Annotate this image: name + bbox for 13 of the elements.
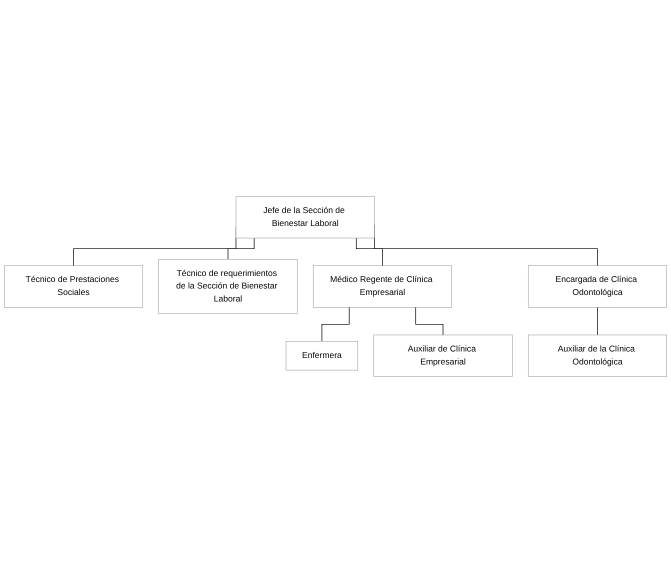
node-box: Auxiliar de Clínica Empresarial bbox=[374, 334, 513, 377]
node-box: Enfermera bbox=[286, 341, 358, 370]
node-box: Técnico de Prestaciones Sociales bbox=[4, 265, 144, 308]
connector bbox=[415, 306, 444, 336]
node-box: Técnico de requerimientos de la Sección de Bienestar Laboral bbox=[158, 259, 298, 314]
node-box: Médico Regente de Clínica Empresarial bbox=[312, 265, 452, 308]
connector bbox=[228, 238, 255, 260]
node-box: Auxiliar de la Clínica Odontológica bbox=[528, 334, 667, 377]
node-box: Encargada de Clínica Odontológica bbox=[528, 265, 667, 308]
connector bbox=[597, 306, 598, 336]
connector bbox=[322, 306, 350, 342]
node-box: Jefe de la Sección de Bienestar Laboral bbox=[236, 196, 375, 238]
connector bbox=[356, 238, 383, 266]
